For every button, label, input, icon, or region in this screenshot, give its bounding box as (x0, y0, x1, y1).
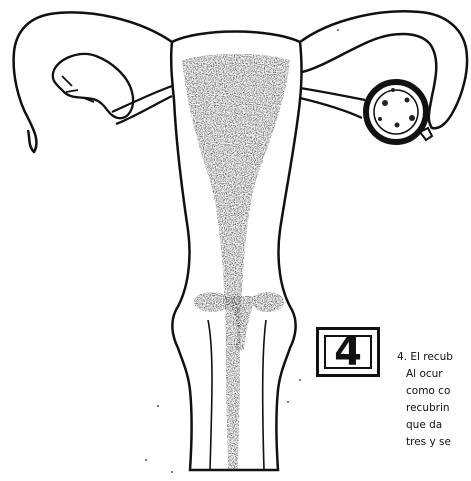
right-ovarian-ligament (300, 88, 365, 118)
step-number-box: 4 (316, 327, 380, 377)
right-ovary (366, 82, 426, 142)
caption-line: Al ocur (397, 366, 471, 383)
step-number-inner-frame: 4 (324, 335, 372, 369)
step-number: 4 (334, 332, 362, 372)
caption-line: tres y se (397, 434, 471, 451)
caption-line: 4. El recub (397, 349, 471, 366)
caption-line: como co (397, 383, 471, 400)
left-fallopian-tube (14, 12, 172, 152)
figure-caption: 4. El recub Al ocur como co recubrin que… (397, 349, 471, 451)
caption-line: que da (397, 417, 471, 434)
caption-line: recubrin (397, 400, 471, 417)
